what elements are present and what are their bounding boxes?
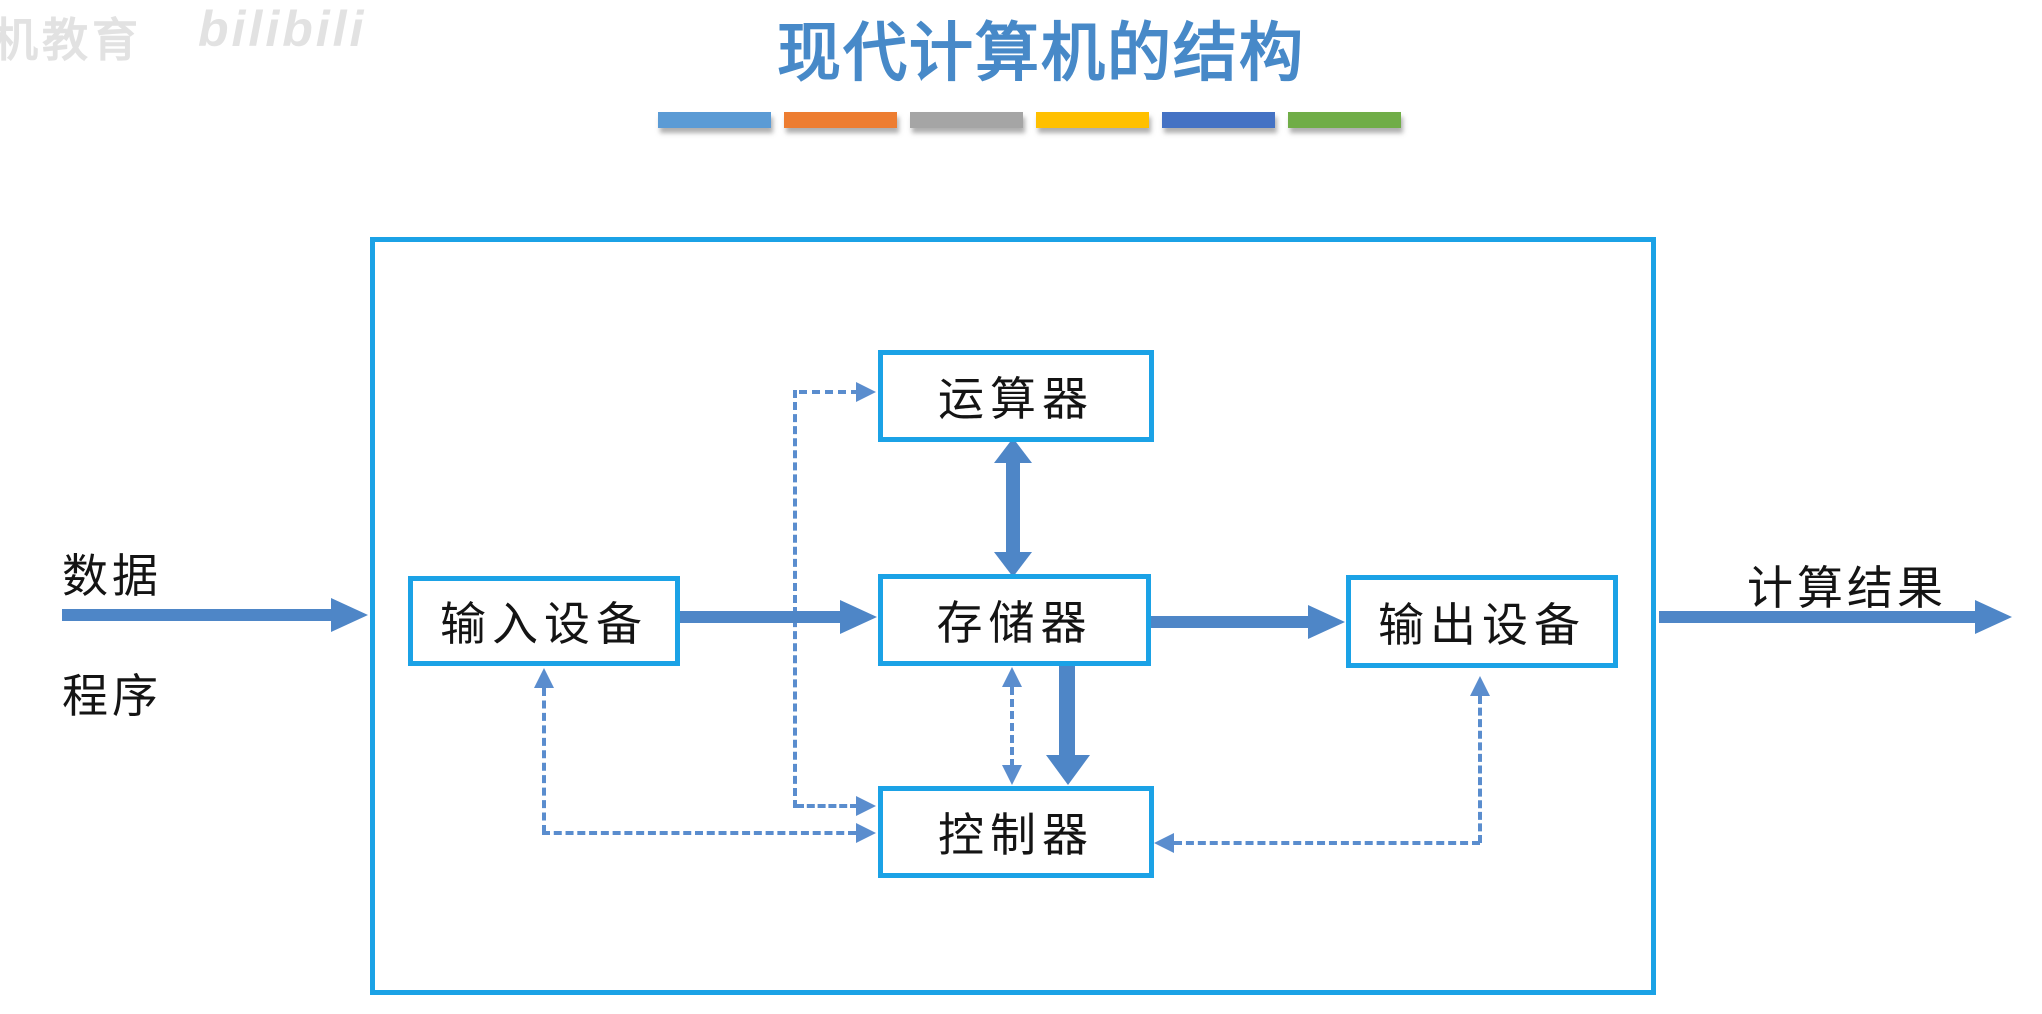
arrow-to-result-head [1975, 600, 2012, 634]
box-controller: 控制器 [878, 786, 1154, 878]
arrow-alu-memory-head-down [994, 552, 1032, 577]
bilibili-logo: bilibili [198, 1, 367, 57]
outer-frame [370, 237, 1656, 995]
dashed-controller-alu-head-into-alu [856, 382, 876, 402]
dashed-controller-input-vertical-segment [542, 688, 546, 833]
decor-bar [1036, 112, 1149, 128]
dashed-controller-alu-bottom-segment [796, 804, 858, 808]
box-output-device: 输出设备 [1346, 575, 1618, 668]
arrow-data-to-input-head [331, 598, 368, 632]
dashed-controller-alu-head-into-controller [856, 796, 876, 816]
dashed-controller-input-head-into-input [534, 668, 554, 688]
box-memory-label: 存储器 [936, 598, 1093, 649]
page-title: 现代计算机的结构 [777, 18, 1305, 89]
box-controller-label: 控制器 [938, 810, 1094, 861]
decor-bar [784, 112, 897, 128]
dashed-controller-output-head-into-output [1470, 676, 1490, 696]
dashed-controller-output-horizontal-segment [1174, 841, 1480, 845]
dashed-controller-input-head-into-controller [856, 823, 876, 843]
box-memory: 存储器 [878, 574, 1151, 666]
arrow-input-to-memory-shaft [680, 611, 841, 623]
label-data: 数据 [62, 551, 162, 602]
watermark-cn-text: 机教育 [0, 14, 142, 66]
arrow-alu-memory-shaft [1006, 460, 1020, 554]
arrow-input-to-memory-head [840, 600, 877, 634]
arrow-memory-to-controller-shaft [1059, 665, 1075, 757]
dashed-controller-input-horizontal-segment [542, 831, 856, 835]
arrow-to-result-shaft [1659, 611, 1976, 623]
decor-bar [910, 112, 1023, 128]
dashed-controller-memory-head-down [1002, 765, 1022, 785]
box-input-device: 输入设备 [408, 576, 680, 666]
box-alu: 运算器 [878, 350, 1154, 442]
dashed-controller-output-vertical-segment [1478, 696, 1482, 843]
decor-bar [1288, 112, 1401, 128]
box-alu-label: 运算器 [938, 374, 1094, 425]
arrow-memory-to-controller-head [1046, 755, 1090, 785]
box-input-device-label: 输入设备 [440, 599, 648, 650]
decor-bar [1162, 112, 1275, 128]
arrow-memory-to-output-head [1308, 605, 1345, 639]
dashed-controller-alu-vertical-segment [793, 390, 797, 808]
arrow-memory-to-output-shaft [1151, 616, 1309, 628]
dashed-controller-output-head-into-controller [1154, 833, 1174, 853]
dashed-controller-alu-top-segment [799, 390, 859, 394]
box-output-device-label: 输出设备 [1378, 599, 1586, 651]
decor-bar-row [658, 112, 1401, 128]
label-program: 程序 [62, 671, 162, 722]
arrow-data-to-input-shaft [62, 609, 332, 621]
dashed-controller-memory-head-up [1002, 667, 1022, 687]
decor-bar [658, 112, 771, 128]
arrow-alu-memory-head-up [994, 438, 1032, 463]
label-result: 计算结果 [1747, 563, 1947, 614]
dashed-controller-memory-shaft [1010, 687, 1014, 767]
